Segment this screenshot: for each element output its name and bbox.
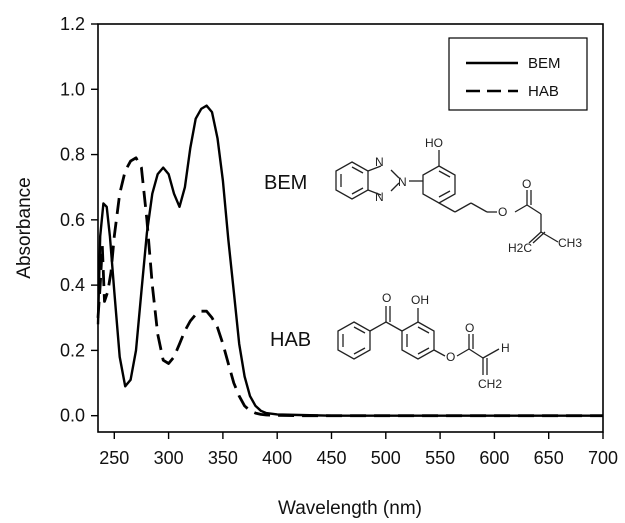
bem-structure: BEM N N N HO O O CH3 H2C <box>264 136 582 255</box>
x-axis-label: Wavelength (nm) <box>278 498 422 519</box>
series-layer <box>96 104 603 418</box>
x-tick-label: 600 <box>479 448 509 468</box>
bem-atom-n2: N <box>398 175 407 189</box>
hab-atom-h: H <box>501 341 510 355</box>
y-axis-ticks: 0.0 0.2 0.4 0.6 0.8 1.0 1.2 <box>60 14 98 426</box>
hab-atom-o-ester: O <box>446 350 455 364</box>
y-tick-label: 0.6 <box>60 210 85 230</box>
bem-atom-n1: N <box>375 155 384 169</box>
plot-frame <box>97 23 604 433</box>
bem-atom-o-ester: O <box>498 205 507 219</box>
x-tick-label: 250 <box>99 448 129 468</box>
x-tick-label: 300 <box>154 448 184 468</box>
x-tick-label: 700 <box>588 448 618 468</box>
y-tick-label: 0.4 <box>60 275 85 295</box>
bem-structure-label: BEM <box>264 172 307 194</box>
x-tick-label: 400 <box>262 448 292 468</box>
x-tick-label: 550 <box>425 448 455 468</box>
hab-structure: HAB O OH O O H CH2 <box>270 291 510 391</box>
x-tick-label: 650 <box>534 448 564 468</box>
y-tick-label: 1.0 <box>60 79 85 99</box>
x-tick-label: 500 <box>371 448 401 468</box>
y-tick-label: 0.8 <box>60 145 85 165</box>
series-line-bem <box>96 104 603 417</box>
bem-atom-ch3: CH3 <box>558 236 582 250</box>
x-axis-ticks: 250 300 350 400 450 500 550 600 650 700 <box>99 432 618 468</box>
y-axis-label: Absorbance <box>14 177 35 278</box>
bem-atom-ho: HO <box>425 136 443 150</box>
hab-atom-o-ketone: O <box>382 291 391 305</box>
y-tick-label: 0.0 <box>60 406 85 426</box>
legend: BEM HAB <box>448 37 588 111</box>
series-line-hab <box>96 156 603 418</box>
y-tick-label: 0.2 <box>60 340 85 360</box>
x-tick-label: 350 <box>208 448 238 468</box>
x-tick-label: 450 <box>316 448 346 468</box>
bem-atom-o-carbonyl: O <box>522 177 531 191</box>
hab-atom-ch2: CH2 <box>478 377 502 391</box>
legend-label-bem: BEM <box>528 55 561 72</box>
y-tick-label: 1.2 <box>60 14 85 34</box>
hab-structure-label: HAB <box>270 329 311 351</box>
bem-atom-h2c: H2C <box>508 241 532 255</box>
legend-box <box>448 37 588 111</box>
hab-atom-oh: OH <box>411 293 429 307</box>
bem-atom-n3: N <box>375 190 384 204</box>
hab-atom-o-carbonyl: O <box>465 321 474 335</box>
legend-label-hab: HAB <box>528 83 559 100</box>
hab-phenol-ring <box>401 321 435 360</box>
